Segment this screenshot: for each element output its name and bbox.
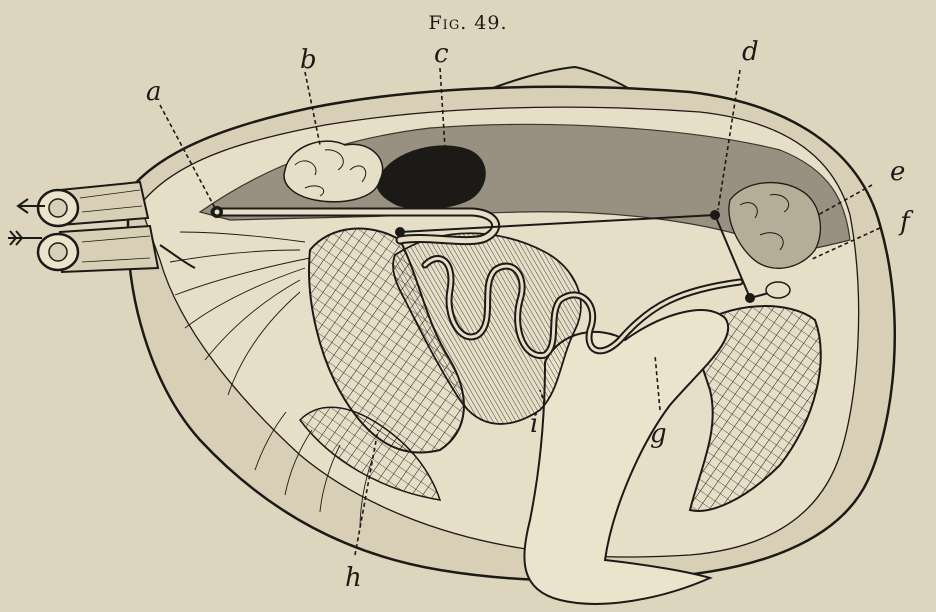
label-c: c bbox=[434, 39, 449, 69]
label-a: a bbox=[146, 77, 162, 107]
label-f: f bbox=[898, 207, 914, 237]
label-b: b bbox=[300, 45, 317, 75]
siphons bbox=[38, 182, 158, 272]
label-e: e bbox=[890, 157, 905, 187]
posterior-muscle bbox=[766, 282, 790, 298]
label-i: i bbox=[530, 409, 538, 439]
label-h: h bbox=[345, 563, 362, 593]
label-d: d bbox=[742, 37, 759, 67]
label-g: g bbox=[650, 419, 667, 449]
